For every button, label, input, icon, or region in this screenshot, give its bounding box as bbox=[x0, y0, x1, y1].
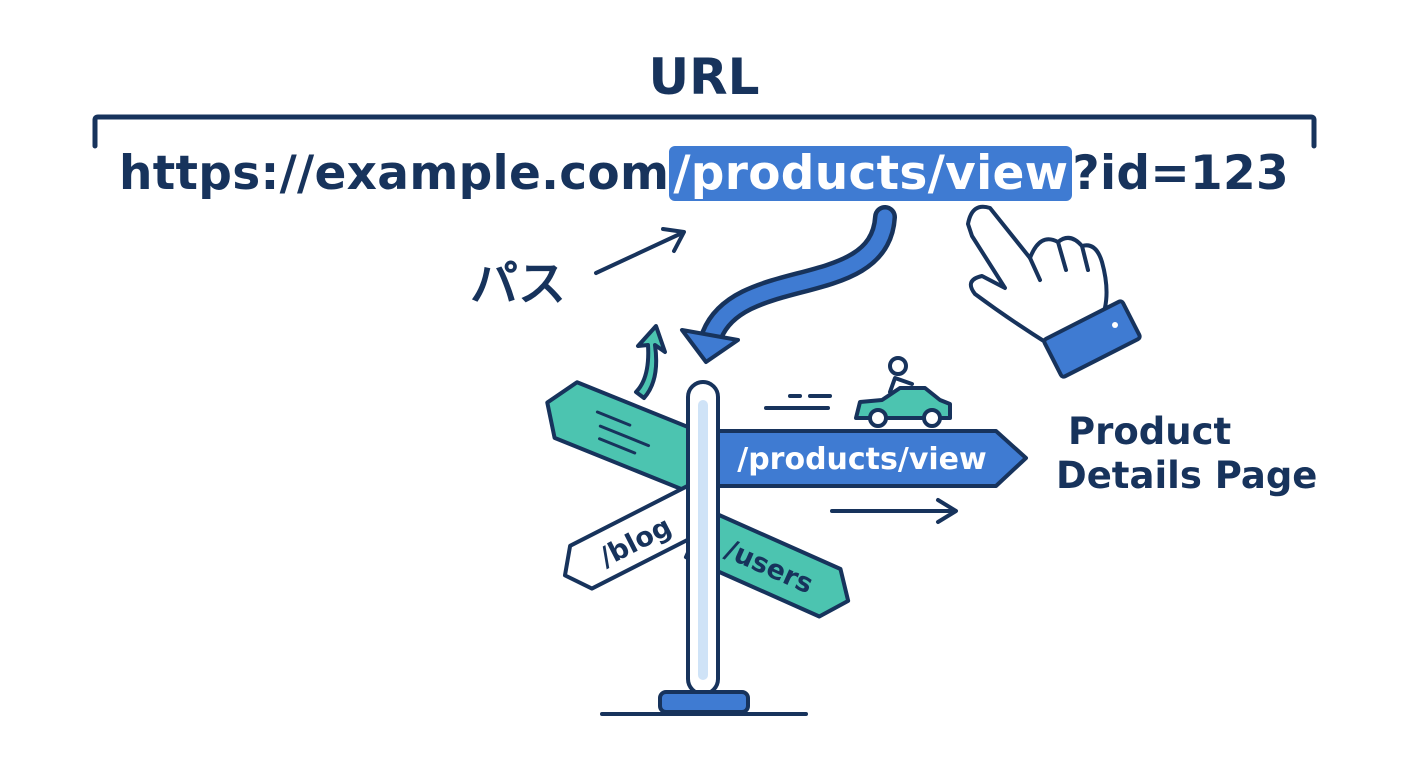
path-label: パス bbox=[470, 256, 567, 312]
url-path-highlight: /products/view bbox=[669, 146, 1073, 201]
car-icon bbox=[764, 356, 952, 428]
path-pointer-arrow bbox=[594, 227, 686, 275]
pointing-hand-icon bbox=[966, 204, 1142, 379]
sign-products-view: /products/view bbox=[716, 429, 1028, 488]
url-line: https://example.com/products/view?id=123 bbox=[0, 146, 1408, 201]
destination-line-1: Product bbox=[1068, 410, 1232, 453]
up-arrow-icon bbox=[634, 324, 667, 400]
destination-line-2: Details Page bbox=[1056, 454, 1318, 497]
curved-arrow-icon bbox=[680, 205, 897, 364]
right-arrow-icon bbox=[830, 498, 958, 524]
url-bracket bbox=[92, 114, 1317, 149]
destination-label: Product Details Page bbox=[1056, 410, 1317, 498]
sign-products-view-label: /products/view bbox=[737, 442, 987, 477]
url-prefix: https://example.com bbox=[118, 146, 670, 201]
url-title: URL bbox=[648, 48, 760, 106]
url-query: ?id=123 bbox=[1072, 146, 1290, 201]
sign-pole bbox=[600, 380, 808, 716]
signpost-icon: /blog /users /products/view bbox=[545, 380, 1028, 716]
